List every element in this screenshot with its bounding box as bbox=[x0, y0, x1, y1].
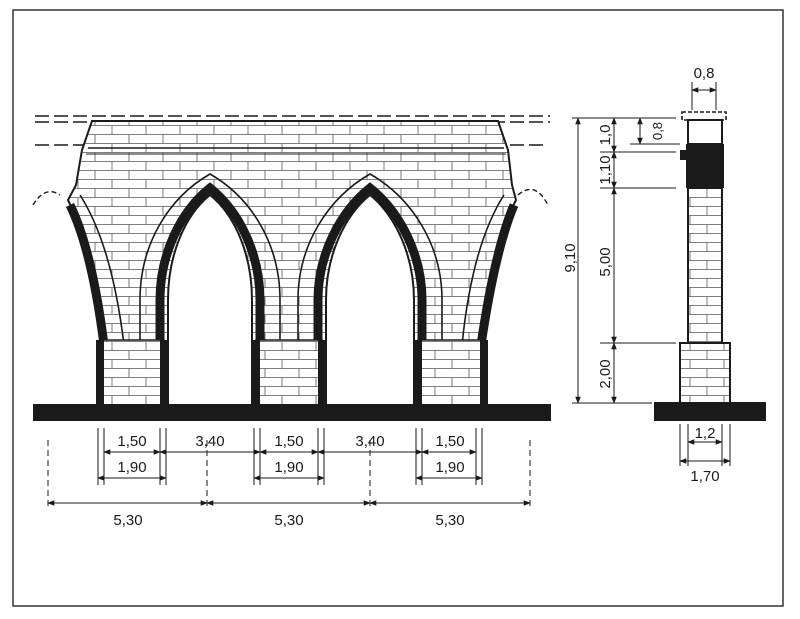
height-label: 2,00 bbox=[597, 359, 614, 388]
arch-intrados-right bbox=[313, 182, 427, 345]
height-label: 5,00 bbox=[597, 247, 614, 276]
side-arch-dashed bbox=[517, 188, 549, 206]
half-arch-right bbox=[476, 203, 519, 346]
total-height-label: 9,10 bbox=[562, 243, 579, 272]
span-width-label: 3,40 bbox=[195, 433, 224, 450]
half-arch-left bbox=[65, 203, 109, 346]
base-width-label: 1,90 bbox=[274, 459, 303, 476]
top-height-label: 0,8 bbox=[650, 122, 665, 140]
pier-width-label: 1,50 bbox=[274, 433, 303, 450]
arch-ring-left bbox=[139, 173, 281, 345]
base-width-section-label: 1,70 bbox=[690, 468, 719, 485]
pier-section: 0,8 9,10 1,0 1,10 5,00 2,00 0,8 bbox=[562, 65, 766, 485]
bay-width-label: 5,30 bbox=[435, 512, 464, 529]
pier-base bbox=[414, 339, 488, 406]
section-cap bbox=[681, 111, 727, 121]
half-arch-right-ring bbox=[461, 194, 505, 346]
drawing-frame bbox=[12, 9, 784, 607]
base-width-label: 1,90 bbox=[117, 459, 146, 476]
arcade-elevation: 1,50 3,40 1,50 3,40 1,50 1,90 1,90 1,90 … bbox=[32, 115, 551, 529]
section-base bbox=[679, 342, 731, 404]
pier-width-label: 1,50 bbox=[435, 433, 464, 450]
section-ground-slab bbox=[654, 402, 766, 421]
section-top-block bbox=[687, 119, 723, 145]
pier-width-section-label: 1,2 bbox=[695, 425, 716, 442]
section-nub bbox=[680, 150, 686, 160]
side-arch-dashed bbox=[32, 191, 61, 206]
pier-width-label: 1,50 bbox=[117, 433, 146, 450]
pier-base bbox=[252, 339, 326, 406]
top-width-label: 0,8 bbox=[694, 65, 715, 82]
bay-width-label: 5,30 bbox=[113, 512, 142, 529]
half-arch-left-ring bbox=[79, 194, 125, 346]
base-width-label: 1,90 bbox=[435, 459, 464, 476]
section-dark-band bbox=[686, 144, 724, 188]
section-shaft bbox=[687, 187, 723, 344]
height-label: 1,0 bbox=[597, 125, 614, 146]
arch-intrados-left bbox=[155, 182, 265, 345]
height-label: 1,10 bbox=[597, 155, 614, 184]
span-width-label: 3,40 bbox=[355, 433, 384, 450]
bay-width-label: 5,30 bbox=[274, 512, 303, 529]
pier-base bbox=[96, 339, 168, 406]
arch-ring-right bbox=[297, 173, 443, 345]
ground-slab bbox=[33, 404, 551, 421]
